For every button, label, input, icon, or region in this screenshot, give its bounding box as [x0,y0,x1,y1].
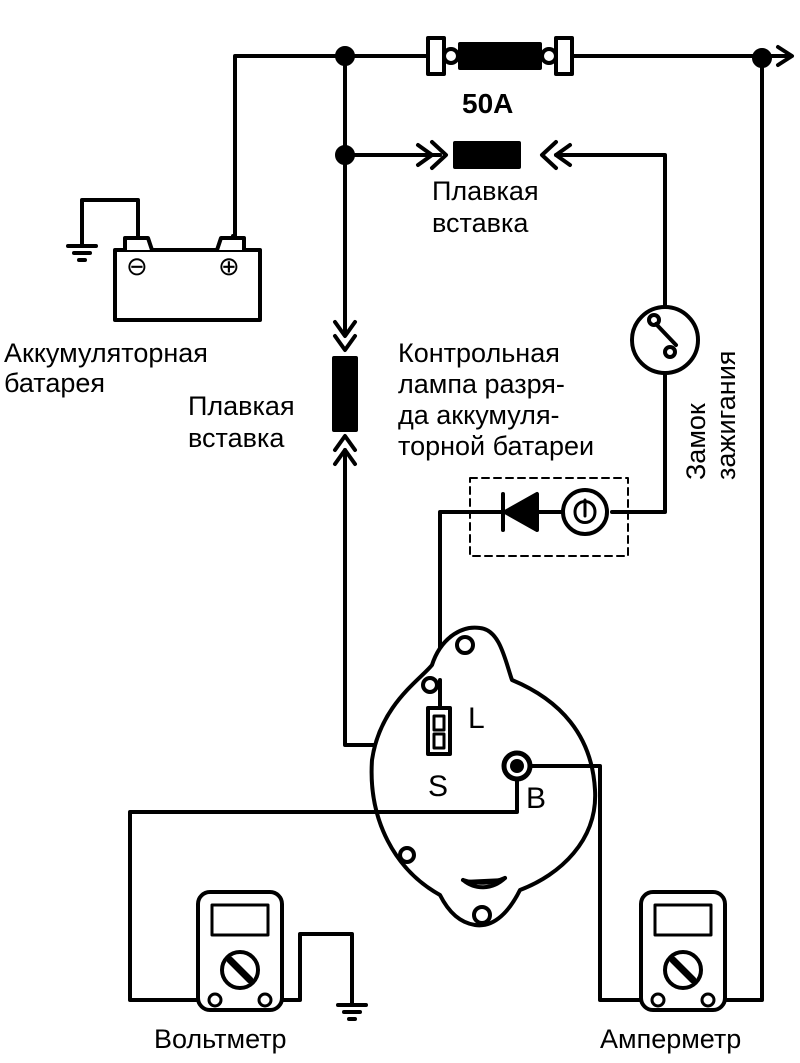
main-fuse-50a [426,36,574,76]
fuse-left-label-line1: Плавкая [188,391,295,421]
battery-icon [66,198,262,322]
lamp-label-line3: да аккумуля- [398,400,560,430]
voltmeter-icon [196,890,284,1012]
ammeter-icon [639,890,727,1012]
ammeter-label: Амперметр [600,1024,741,1054]
lamp-label-line1: Контрольная [398,338,560,368]
battery-label-line1: Аккумуляторная [4,338,208,368]
ground-icon [336,1003,368,1021]
ignition-switch-icon [626,305,700,514]
ammeter-return-wire [716,56,764,1002]
lamp-label-line4: торной батареи [398,431,594,461]
fuse-top-label-line1: Плавкая [432,176,539,206]
b-terminal-wire [528,764,652,1002]
fuse-top-label-line2: вставка [432,208,529,238]
terminal-l-label: L [468,702,485,735]
battery-positive-symbol: ⊕ [218,251,240,281]
voltmeter-wire [128,778,519,1002]
alternator-icon [369,625,598,928]
ignition-label-line2: зажигания [711,351,741,480]
voltmeter-ground-wire [260,932,354,1007]
battery-label-line2: батарея [4,368,105,398]
voltmeter-label: Вольтметр [154,1024,287,1054]
charge-warning-lamp [438,477,630,682]
terminal-b-label: B [526,782,546,815]
ignition-label-line1: Замок [681,403,711,480]
main-fuse-rating-label: 50A [462,88,513,119]
battery-negative-symbol: ⊖ [126,251,148,281]
lamp-label-line2: лампа разря- [398,369,565,399]
terminal-s-label: S [428,770,448,803]
fusible-link-top [343,140,667,307]
fuse-left-label-line2: вставка [188,423,285,453]
